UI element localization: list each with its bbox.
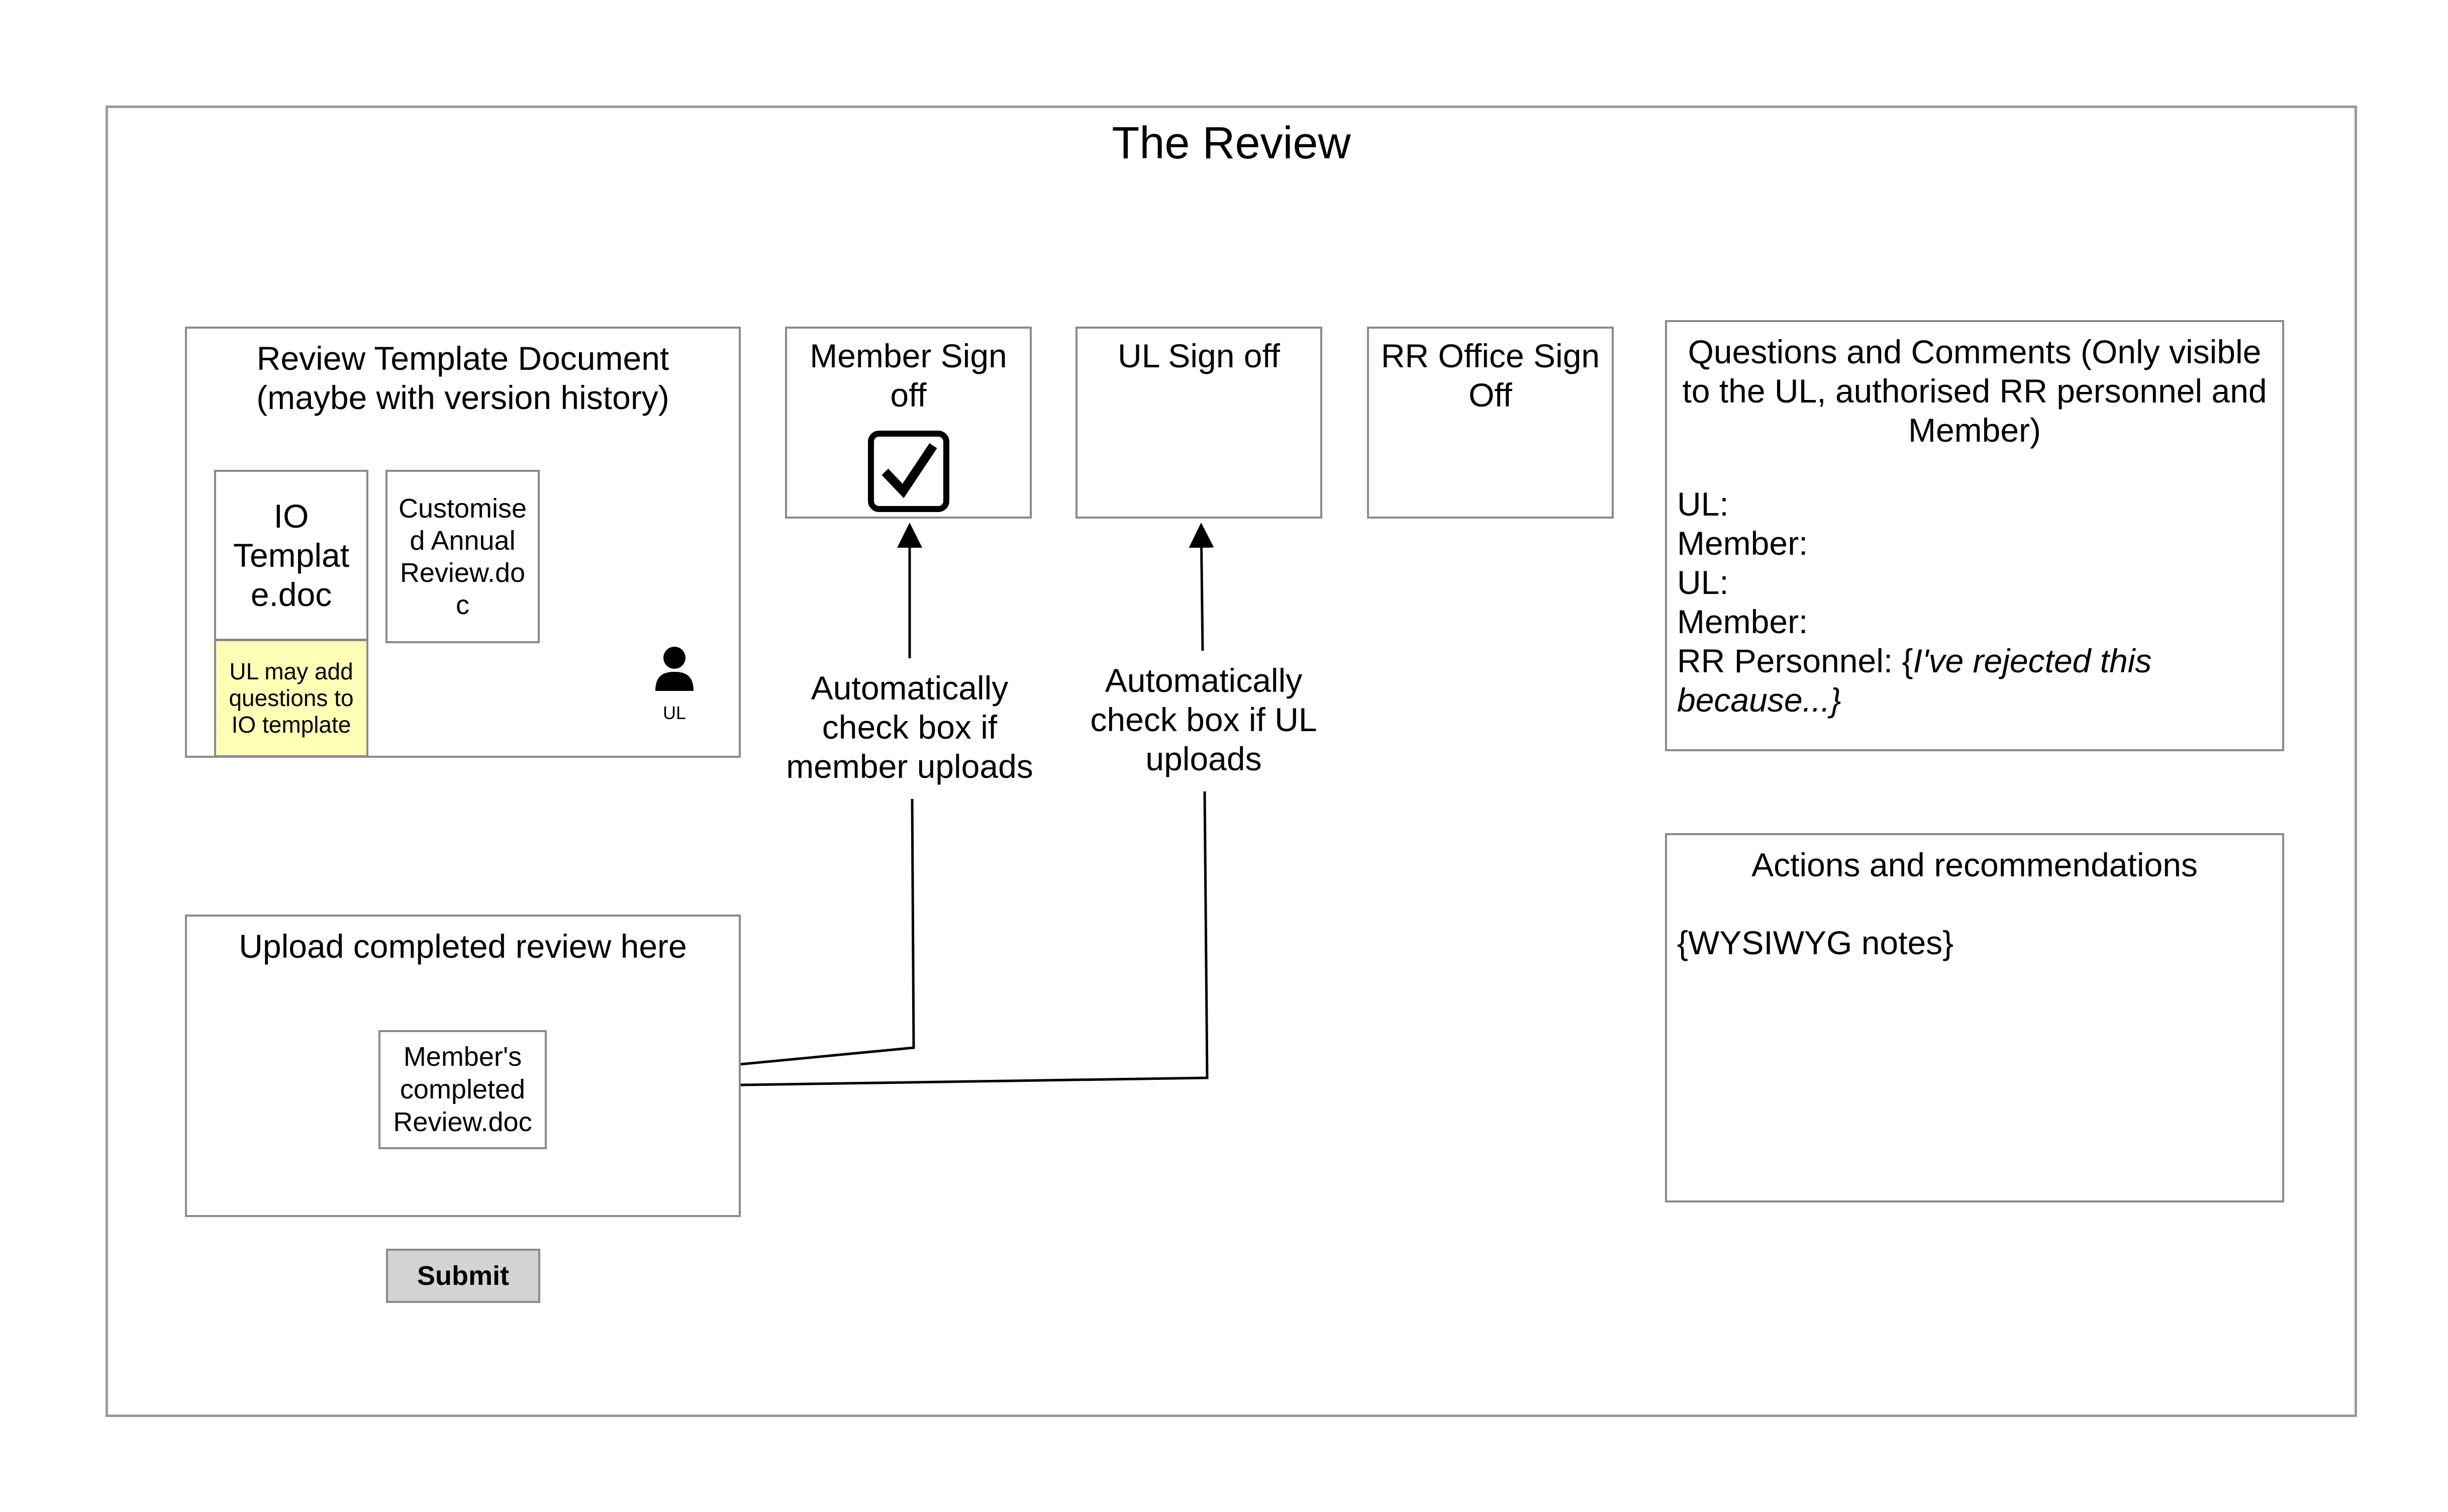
rr-personnel-comment: RR Personnel: {I've rejected this becaus… — [1677, 641, 2151, 720]
io-template-doc[interactable]: IO Templat e.doc — [214, 470, 368, 641]
rr-personnel-prefix: RR Personnel: { — [1677, 642, 1913, 679]
questions-comments-title: Questions and Comments (Only visible to … — [1682, 333, 2267, 449]
page-title: The Review — [1112, 118, 1351, 168]
ul-signoff-title: UL Sign off — [1118, 337, 1280, 374]
submit-button[interactable]: Submit — [386, 1249, 540, 1303]
ul-signoff-arrow — [1189, 523, 1214, 651]
io-template-note: UL may add questions to IO template — [214, 639, 368, 757]
customised-review-doc-name: Customise d Annual Review.do c — [398, 493, 527, 620]
rr-personnel-note: I've rejected this because...} — [1677, 642, 2152, 719]
rr-office-signoff-box: RR Office Sign Off — [1367, 327, 1614, 519]
uploaded-review-doc[interactable]: Member's completed Review.doc — [378, 1030, 547, 1149]
io-template-doc-name: IO Templat e.doc — [233, 497, 350, 613]
io-template-note-text: UL may add questions to IO template — [229, 658, 354, 738]
member-signoff-title: Member Sign off — [810, 337, 1007, 414]
template-panel-title: Review Template Document (maybe with ver… — [256, 340, 669, 416]
uploaded-review-doc-name: Member's completed Review.doc — [393, 1042, 532, 1137]
comment-line: UL: — [1677, 485, 1729, 523]
submit-button-label: Submit — [417, 1261, 509, 1291]
user-icon — [655, 647, 694, 691]
user-icon-label: UL — [662, 702, 687, 723]
member-auto-check-note: Automatically check box if member upload… — [786, 669, 1033, 785]
questions-comments-panel[interactable]: Questions and Comments (Only visible to … — [1665, 320, 2284, 751]
actions-recommendations-panel[interactable]: Actions and recommendations {WYSIWYG not… — [1665, 833, 2284, 1202]
customised-review-doc[interactable]: Customise d Annual Review.do c — [385, 470, 540, 643]
ul-upload-link — [545, 791, 1209, 1089]
member-signoff-box: Member Sign off — [785, 327, 1032, 519]
upload-panel-title: Upload completed review here — [239, 928, 687, 965]
actions-title: Actions and recommendations — [1751, 846, 2198, 883]
member-signoff-checkbox[interactable] — [868, 431, 949, 512]
comments-thread: UL: Member: UL: Member: RR Personnel: {I… — [1677, 484, 2151, 720]
comment-line: Member: — [1677, 603, 1808, 640]
comment-line: UL: — [1677, 564, 1729, 601]
ul-signoff-box: UL Sign off — [1075, 327, 1322, 519]
rr-office-signoff-title: RR Office Sign Off — [1381, 337, 1600, 414]
actions-notes[interactable]: {WYSIWYG notes} — [1677, 924, 1954, 961]
comment-line: Member: — [1677, 525, 1808, 562]
ul-auto-check-note: Automatically check box if UL uploads — [1090, 662, 1317, 777]
